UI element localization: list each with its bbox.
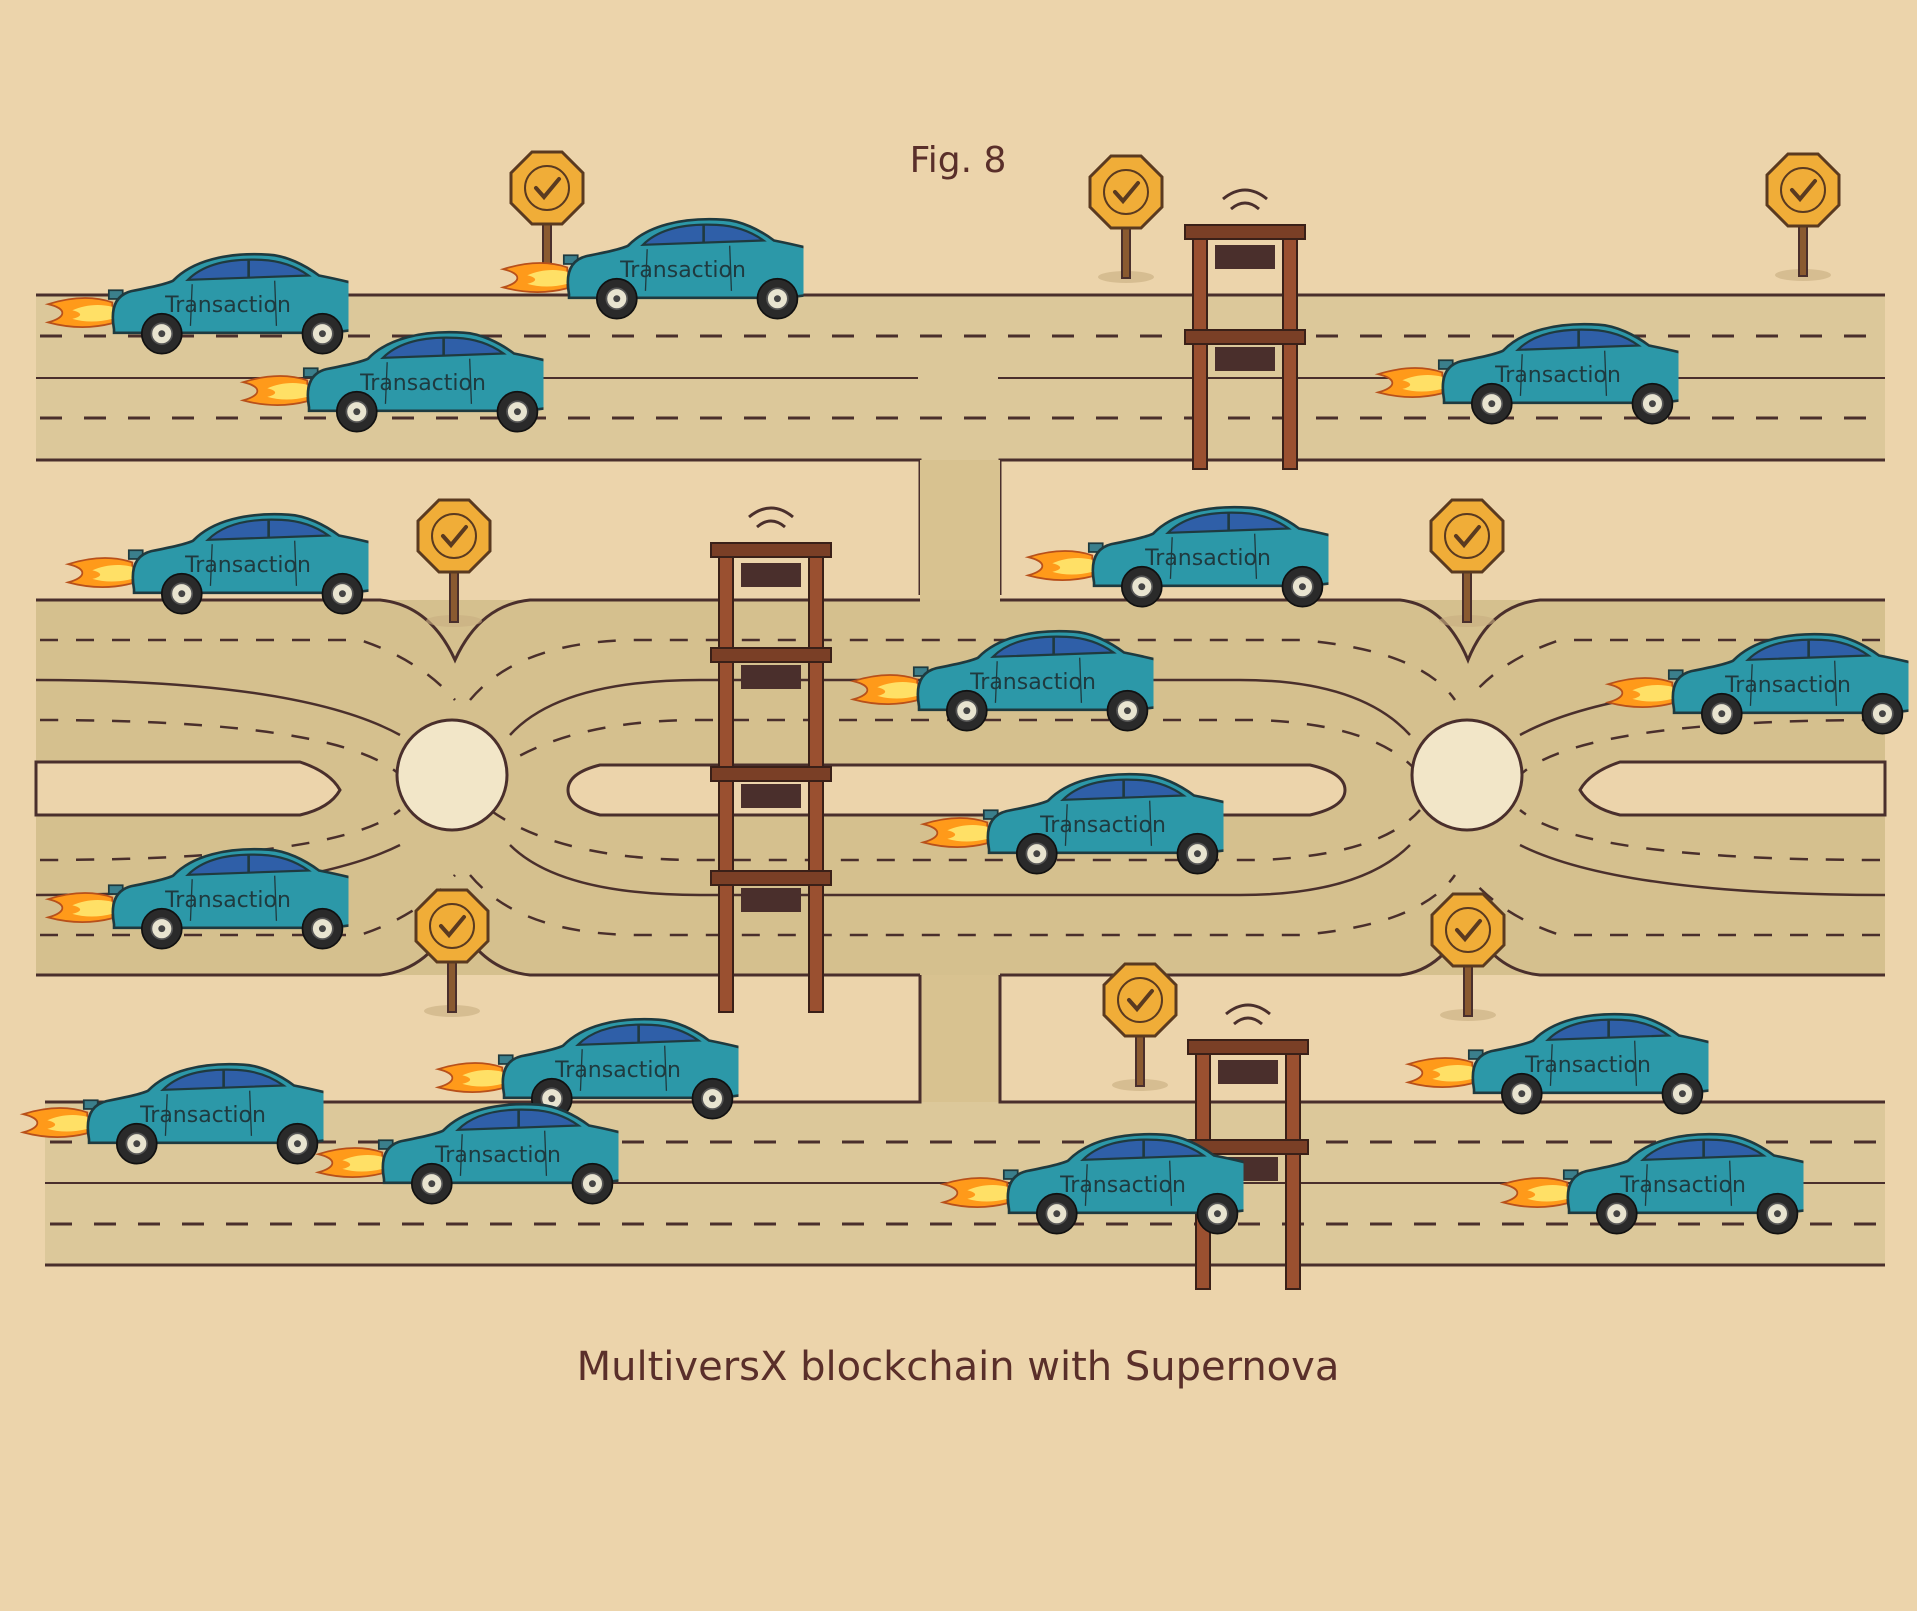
car-label: Transaction bbox=[969, 670, 1096, 695]
checkmark-sign-icon bbox=[1767, 154, 1839, 281]
car-label: Transaction bbox=[359, 371, 486, 396]
figure-label: Fig. 8 bbox=[910, 140, 1007, 181]
car-label: Transaction bbox=[164, 293, 291, 318]
roundabout-left bbox=[397, 720, 507, 830]
car-label: Transaction bbox=[1494, 363, 1621, 388]
car-label: Transaction bbox=[139, 1103, 266, 1128]
transaction-car: Transaction bbox=[1028, 507, 1366, 606]
checkmark-sign-icon bbox=[1104, 964, 1176, 1091]
car-label: Transaction bbox=[1724, 673, 1851, 698]
car-label: Transaction bbox=[1524, 1053, 1651, 1078]
car-label: Transaction bbox=[619, 258, 746, 283]
car-label: Transaction bbox=[1619, 1173, 1746, 1198]
checkmark-sign-icon bbox=[1090, 156, 1162, 283]
car-label: Transaction bbox=[554, 1058, 681, 1083]
car-label: Transaction bbox=[1144, 546, 1271, 571]
figure-caption: MultiversX blockchain with Supernova bbox=[577, 1344, 1340, 1390]
car-label: Transaction bbox=[184, 553, 311, 578]
transaction-car: Transaction bbox=[1408, 1014, 1746, 1113]
car-label: Transaction bbox=[1059, 1173, 1186, 1198]
checkmark-sign-icon bbox=[416, 890, 488, 1017]
car-label: Transaction bbox=[434, 1143, 561, 1168]
car-label: Transaction bbox=[1039, 813, 1166, 838]
checkmark-sign-icon bbox=[1432, 894, 1504, 1021]
roundabout-right bbox=[1412, 720, 1522, 830]
car-label: Transaction bbox=[164, 888, 291, 913]
